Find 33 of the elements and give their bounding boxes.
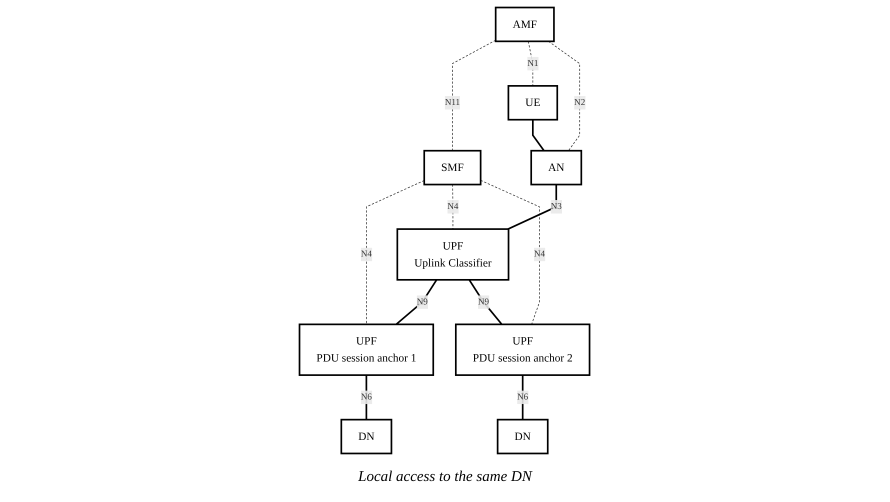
connector [366, 180, 426, 324]
node-box: AN [530, 149, 583, 185]
connector [452, 184, 454, 229]
node-box: UPF Uplink Classifier [396, 228, 510, 280]
connector [532, 119, 546, 151]
node-box: UE [508, 84, 559, 120]
edge-label: N2 [574, 97, 586, 107]
edge-label: N6 [361, 392, 372, 402]
node-box: AMF [495, 6, 556, 42]
edge-label: N4 [534, 248, 546, 258]
connector [548, 40, 581, 151]
node-box: UPF PDU session anchor 2 [455, 323, 591, 376]
edge-label: N6 [518, 392, 529, 402]
edge-label: N11 [445, 97, 460, 107]
edge-label: N3 [551, 201, 562, 211]
connector [508, 184, 558, 230]
connector [528, 40, 534, 86]
connector [396, 278, 438, 324]
edge-label: N9 [417, 296, 428, 306]
caption: Local access to the same DN [358, 469, 532, 485]
connector [452, 39, 496, 151]
node-box: UPF PDU session anchor 1 [299, 323, 435, 376]
edge-label: N4 [448, 201, 459, 211]
connector [480, 179, 540, 324]
edge-label: N4 [361, 248, 372, 258]
edge-label: N1 [528, 58, 539, 68]
connector [366, 374, 368, 420]
node-box: SMF [424, 149, 482, 185]
connector [522, 374, 524, 420]
connector [469, 278, 503, 324]
edge-label: N9 [478, 296, 490, 306]
node-box: DN [497, 418, 550, 454]
node-box: DN [340, 418, 393, 454]
